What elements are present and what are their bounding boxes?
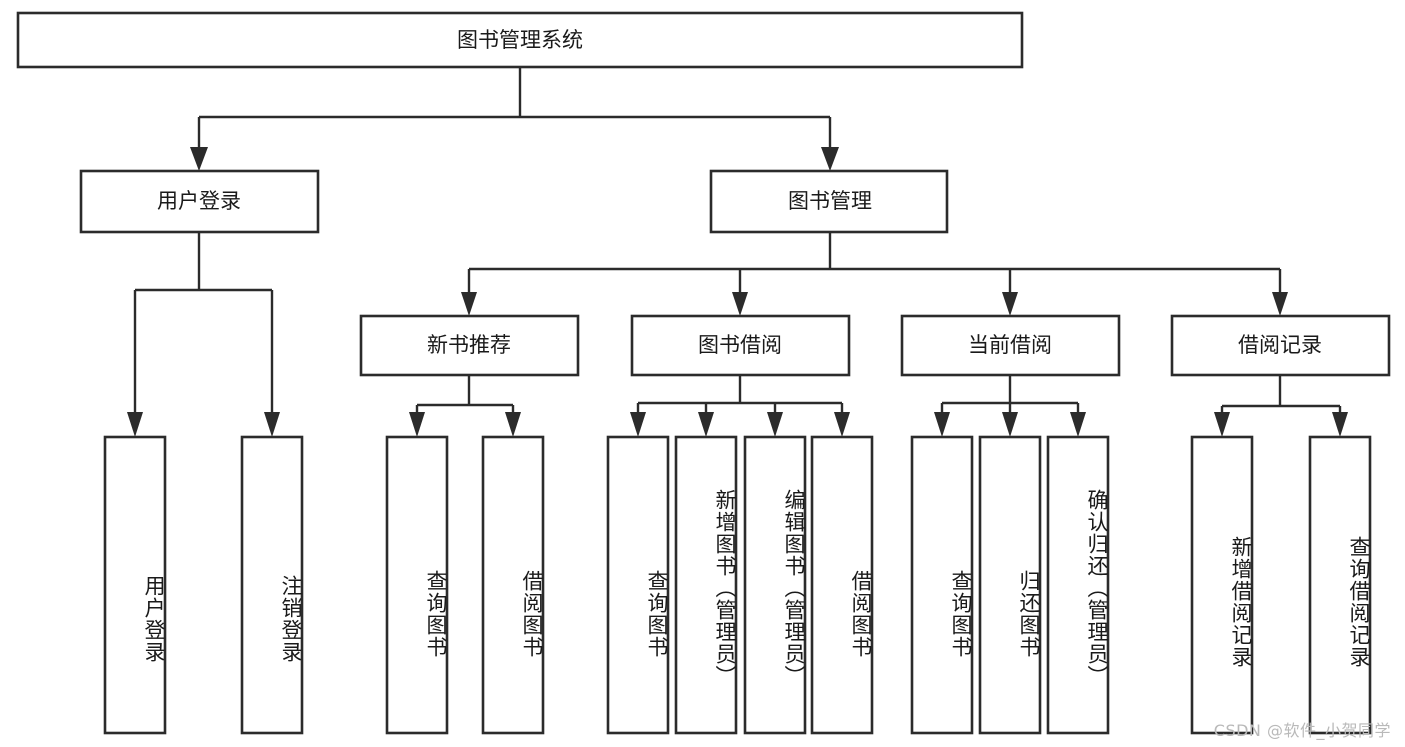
arrow-nb-leaf-1 [409, 412, 425, 437]
leaf-borrow-a[interactable] [606, 435, 670, 735]
arrow-nb-leaf-2 [505, 412, 521, 437]
leaf-current-b[interactable] [978, 435, 1042, 735]
arrow-bm-child-4 [1272, 292, 1288, 316]
node-current-borrow[interactable] [900, 314, 1121, 377]
arrow-cb-leaf-2 [1002, 412, 1018, 437]
arrow-bw-leaf-3 [767, 412, 783, 437]
arrow-bw-leaf-1 [630, 412, 646, 437]
label-root: 图书管理系统 [457, 28, 583, 52]
arrow-bm-child-3 [1002, 292, 1018, 316]
label-user-login: 用户登录 [157, 189, 241, 213]
node-boxes [16, 11, 1391, 735]
leaf-new-book-b[interactable] [481, 435, 545, 735]
arrow-bw-leaf-2 [698, 412, 714, 437]
arrow-cb-leaf-3 [1070, 412, 1086, 437]
leaf-current-a[interactable] [910, 435, 974, 735]
horizontal-labels: 图书管理系统 用户登录 图书管理 新书推荐 图书借阅 当前借阅 借阅记录 [157, 28, 1322, 357]
leaf-user-login-b[interactable] [240, 435, 304, 735]
leaf-borrow-b[interactable] [674, 435, 738, 735]
node-book-borrow[interactable] [630, 314, 851, 377]
label-book-manage: 图书管理 [788, 189, 872, 213]
watermark: CSDN @软件_小贺同学 [1213, 721, 1391, 740]
node-root[interactable] [16, 11, 1024, 69]
arrow-userlogin-leaf-2 [264, 412, 280, 437]
leaf-borrow-c[interactable] [743, 435, 807, 735]
arrow-bw-leaf-4 [834, 412, 850, 437]
arrow-br-leaf-1 [1214, 412, 1230, 437]
arrow-br-leaf-2 [1332, 412, 1348, 437]
leaf-new-book-a[interactable] [385, 435, 449, 735]
label-current-borrow: 当前借阅 [968, 333, 1052, 357]
label-new-book-rec: 新书推荐 [427, 333, 511, 357]
connectors [127, 67, 1348, 437]
arrow-bm-child-1 [461, 292, 477, 316]
node-book-manage[interactable] [709, 169, 949, 234]
leaf-current-c[interactable] [1046, 435, 1110, 735]
arrow-to-userlogin [190, 147, 208, 171]
node-new-book-rec[interactable] [359, 314, 580, 377]
leaf-borrow-d[interactable] [810, 435, 874, 735]
leaf-user-login-a[interactable] [103, 435, 167, 735]
node-borrow-record[interactable] [1170, 314, 1391, 377]
leaf-record-b[interactable] [1308, 435, 1372, 735]
arrow-bm-child-2 [732, 292, 748, 316]
arrow-userlogin-leaf-1 [127, 412, 143, 437]
arrow-cb-leaf-1 [934, 412, 950, 437]
arrow-to-bookmanage [821, 147, 839, 171]
label-borrow-record: 借阅记录 [1238, 333, 1322, 357]
leaf-record-a[interactable] [1190, 435, 1254, 735]
label-book-borrow: 图书借阅 [698, 333, 782, 357]
node-user-login[interactable] [79, 169, 320, 234]
